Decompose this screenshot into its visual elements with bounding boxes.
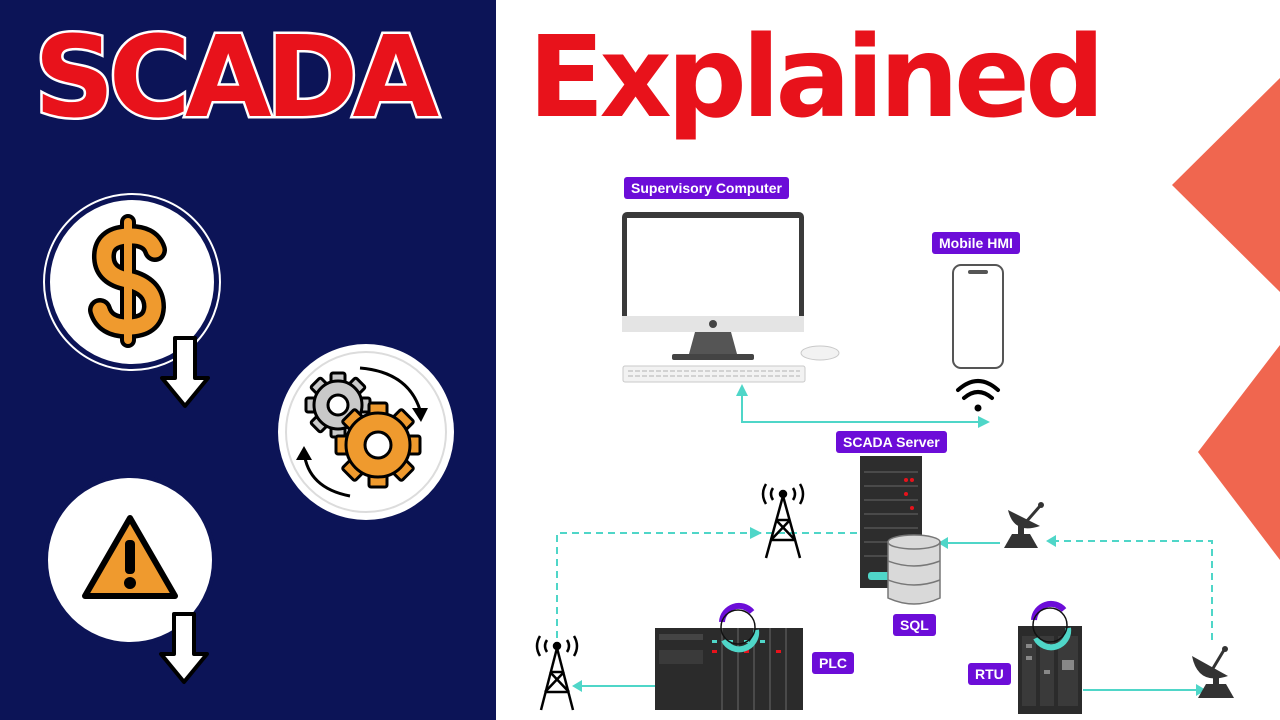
supervisory-computer: [622, 212, 840, 383]
dollar-icon: [88, 214, 167, 348]
gears-process-icon: [278, 344, 454, 520]
database-icon: [887, 534, 941, 605]
wifi-icon: [956, 379, 1000, 412]
keyboard-icon: [622, 365, 806, 383]
dollar-decrease-icon: [43, 193, 221, 408]
mouse-icon: [800, 345, 840, 361]
scada-server: [860, 456, 941, 605]
cycle-arrows-icon: [719, 602, 760, 653]
satellite-dish-icon: [1004, 502, 1044, 548]
connectors: [556, 386, 1213, 691]
connector-arrowheads: [572, 384, 1206, 696]
label-mobile-hmi: Mobile HMI: [932, 232, 1020, 254]
down-arrow-icon: [159, 612, 209, 684]
warning-decrease-icon: [44, 474, 216, 684]
plc-rack-icon: [655, 602, 803, 710]
title-scada: SCADA: [31, 13, 441, 143]
smartphone-icon: [952, 264, 1004, 369]
label-plc: PLC: [812, 652, 854, 674]
label-supervisory-computer: Supervisory Computer: [624, 177, 789, 199]
coral-triangle-top: [1172, 78, 1280, 292]
gears-icon: [296, 366, 428, 498]
monitor-icon: [622, 212, 804, 360]
radio-tower-icon: [535, 635, 579, 711]
mobile-hmi: [952, 264, 1004, 412]
coral-triangle-bottom: [1198, 345, 1280, 560]
radio-tower-icon: [761, 483, 805, 559]
cycle-arrows-icon: [1031, 600, 1072, 651]
rtu-rack-icon: [1018, 600, 1082, 714]
satellite-dish-icon: [1192, 646, 1234, 698]
down-arrow-icon: [160, 336, 210, 408]
label-sql: SQL: [893, 614, 936, 636]
label-scada-server: SCADA Server: [836, 431, 947, 453]
label-rtu: RTU: [968, 663, 1011, 685]
warning-icon: [82, 515, 178, 599]
title-explained: Explained: [528, 13, 1105, 143]
